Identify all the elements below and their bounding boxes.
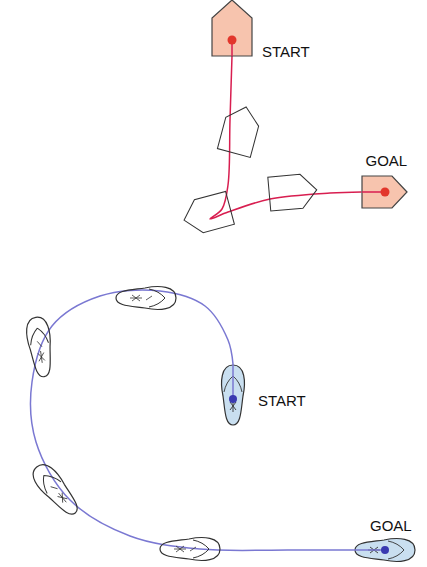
reference-point — [380, 188, 389, 197]
path-segment — [232, 364, 234, 399]
pose-label: START — [258, 393, 306, 408]
reference-point — [228, 36, 237, 45]
pose-outline — [220, 364, 246, 426]
reference-point — [229, 395, 237, 403]
motion-path — [31, 290, 354, 551]
intermediate-pose — [268, 173, 318, 211]
sandal-pose — [355, 539, 415, 562]
reference-point — [381, 546, 389, 554]
pose-outline — [354, 537, 416, 563]
pose-label: START — [262, 44, 310, 59]
intermediate-pose — [217, 103, 262, 158]
intermediate-pose — [160, 538, 220, 561]
motion-path — [210, 56, 362, 219]
intermediate-pose — [116, 287, 176, 310]
robot-pose — [362, 176, 407, 208]
pose-outline — [362, 176, 407, 208]
intermediate-pose — [180, 191, 235, 236]
sandal-pose — [222, 365, 245, 425]
path-segment — [354, 549, 385, 551]
intermediate-pose — [28, 460, 84, 521]
pose-outline — [212, 0, 252, 56]
pose-label: GOAL — [366, 153, 408, 168]
pose-node: GOAL — [354, 537, 416, 563]
robot-pose — [212, 0, 252, 56]
pose-node: START — [212, 0, 252, 56]
intermediate-pose — [25, 316, 56, 379]
pose-node: GOAL — [362, 176, 407, 208]
pose-label: GOAL — [370, 518, 412, 533]
pose-node: START — [220, 364, 246, 426]
